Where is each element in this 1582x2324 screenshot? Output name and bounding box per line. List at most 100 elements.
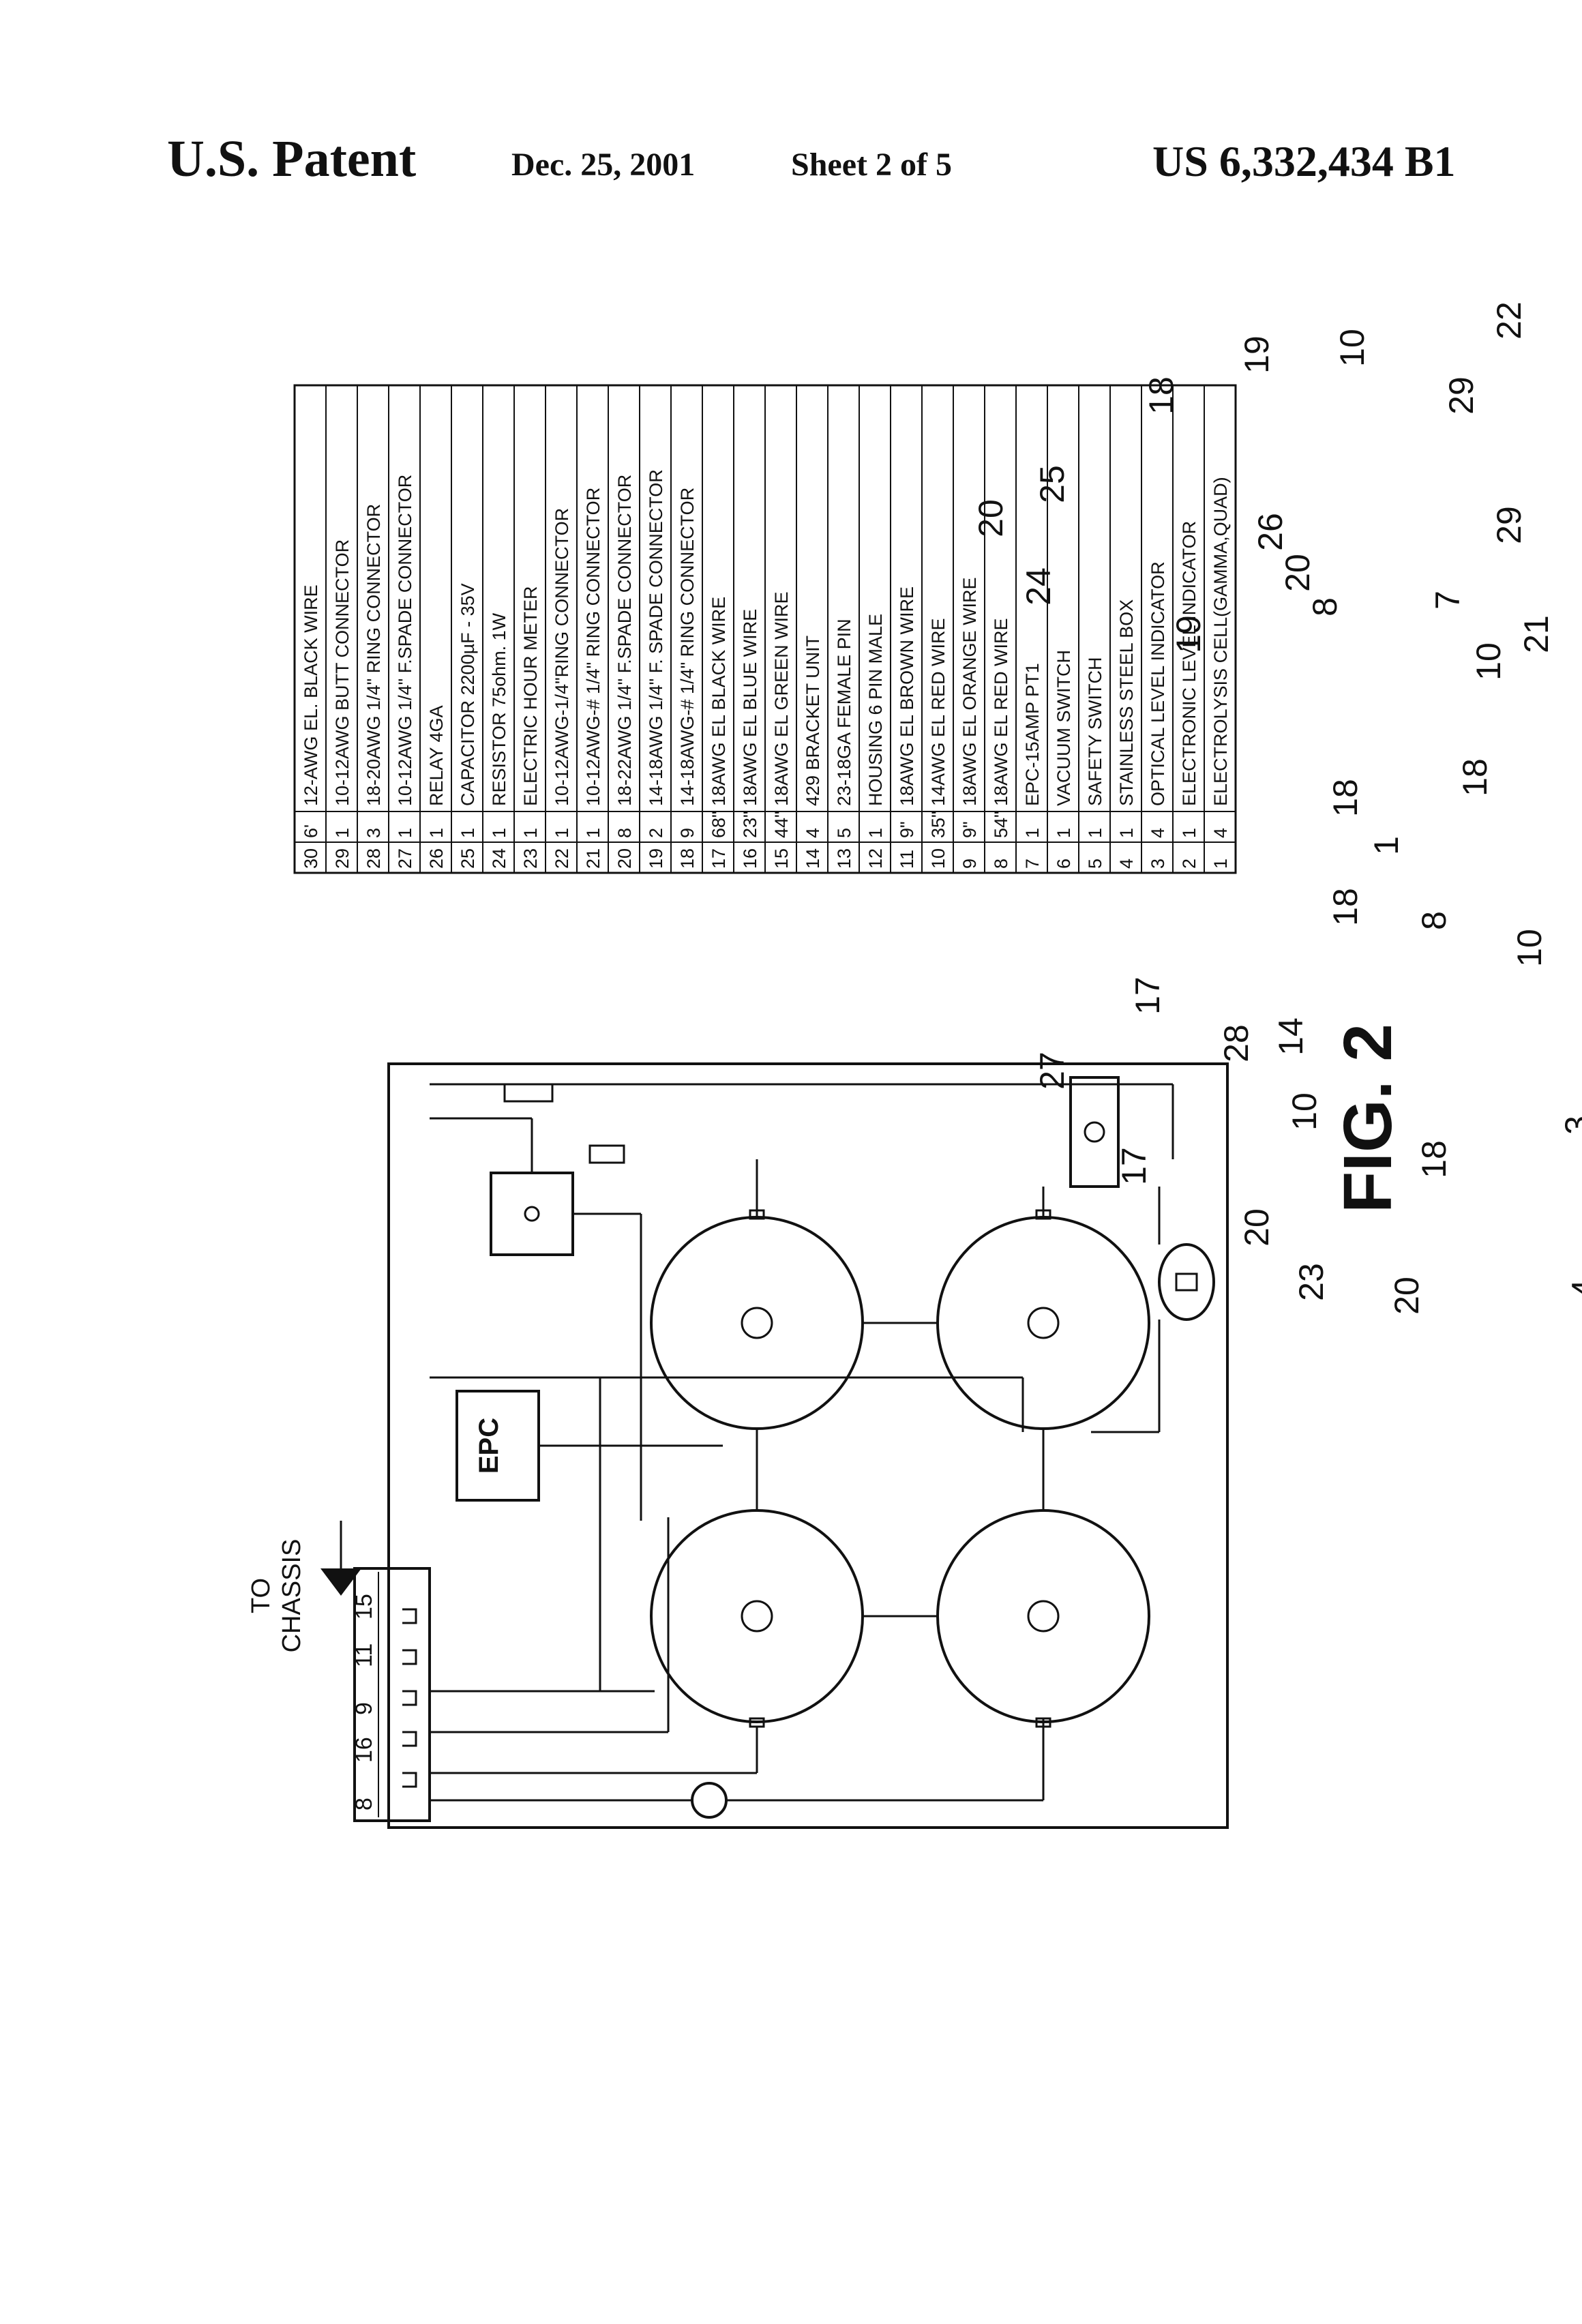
- callout-18: 18: [1415, 1140, 1453, 1178]
- callout-10: 10: [1510, 929, 1549, 967]
- table-item-number: 16: [740, 848, 760, 869]
- table-qty: 1: [865, 828, 886, 838]
- table-qty: 4: [803, 828, 823, 838]
- table-qty: 9": [959, 821, 980, 838]
- callout-20: 20: [1238, 1208, 1276, 1247]
- table-description: EPC-15AMP PT1: [1022, 663, 1043, 806]
- table-description: OPTICAL LEVEL INDICATOR: [1148, 561, 1168, 806]
- callout-24: 24: [1019, 567, 1058, 606]
- table-qty: 9": [897, 821, 917, 838]
- terminal-label: 15: [351, 1594, 377, 1620]
- callout-18: 18: [1326, 779, 1364, 817]
- table-description: HOUSING 6 PIN MALE: [865, 614, 886, 806]
- callout-25: 25: [1033, 465, 1071, 503]
- brackets: [750, 1210, 1050, 1727]
- callout-14: 14: [1272, 1017, 1310, 1056]
- table-item-number: 18: [677, 848, 698, 869]
- steel-box-outline: [389, 1064, 1227, 1828]
- table-qty: 3: [363, 828, 384, 838]
- callout-10: 10: [1469, 642, 1508, 681]
- table-item-number: 23: [520, 848, 541, 869]
- terminal-label: 16: [351, 1737, 377, 1763]
- table-item-number: 21: [583, 848, 603, 869]
- wires: [430, 1084, 1173, 1800]
- table-qty: 2: [646, 828, 666, 838]
- table-description: ELECTRONIC LEVEL INDICATOR: [1179, 521, 1199, 806]
- callout-20: 20: [1279, 554, 1317, 592]
- table-qty: 1: [332, 828, 353, 838]
- table-item-number: 12: [865, 848, 886, 869]
- callout-20: 20: [1388, 1277, 1426, 1315]
- table-description: 10-12AWG 1/4" F.SPADE CONNECTOR: [395, 475, 415, 806]
- figure-label: FIG. 2: [1330, 1024, 1406, 1213]
- table-item-number: 27: [395, 848, 415, 869]
- callout-28: 28: [1217, 1024, 1255, 1062]
- callout-21: 21: [1517, 615, 1555, 653]
- table-qty: 8: [614, 828, 635, 838]
- callout-18: 18: [1326, 888, 1364, 926]
- callout-27: 27: [1033, 1052, 1071, 1090]
- table-item-number: 8: [991, 859, 1011, 869]
- callout-23: 23: [1292, 1263, 1330, 1301]
- table-item-number: 26: [426, 848, 447, 869]
- table-item-number: 9: [959, 859, 980, 869]
- callout-19: 19: [1169, 615, 1208, 653]
- table-description: 18AWG EL ORANGE WIRE: [959, 577, 980, 806]
- table-description: 18-20AWG 1/4" RING CONNECTOR: [363, 504, 384, 806]
- table-qty: 1: [489, 828, 509, 838]
- table-qty: 54": [991, 811, 1011, 838]
- capacitor: [505, 1084, 552, 1101]
- table-item-number: 30: [301, 848, 321, 869]
- electrolysis-cells: [651, 1217, 1149, 1722]
- table-qty: 4: [1148, 828, 1168, 838]
- table-description: 18AWG EL BROWN WIRE: [897, 586, 917, 806]
- table-item-number: 20: [614, 848, 635, 869]
- cell-1: [651, 1217, 863, 1429]
- table-description: 18AWG EL BLACK WIRE: [708, 597, 729, 806]
- terminal-label: 8: [351, 1798, 377, 1811]
- resistor: [590, 1146, 624, 1163]
- table-description: CAPACITOR 2200µF - 35V: [458, 583, 478, 806]
- table-description: STAINLESS STEEL BOX: [1116, 599, 1137, 806]
- callout-17: 17: [1129, 977, 1167, 1015]
- cell-1b: [938, 1217, 1149, 1429]
- table-item-number: 28: [363, 848, 384, 869]
- hour-meter: [1159, 1245, 1214, 1320]
- callout-1: 1: [1367, 836, 1405, 855]
- callout-10: 10: [1285, 1092, 1324, 1131]
- table-item-number: 4: [1116, 859, 1137, 869]
- table-item-number: 1: [1210, 859, 1231, 869]
- callout-7: 7: [1429, 591, 1467, 610]
- table-qty: 1: [426, 828, 447, 838]
- cell-2: [651, 1510, 863, 1722]
- table-qty: 23": [740, 811, 760, 838]
- table-description: 12-AWG EL. BLACK WIRE: [301, 584, 321, 806]
- table-qty: 1: [552, 828, 572, 838]
- table-description: 18-22AWG 1/4" F.SPADE CONNECTOR: [614, 475, 635, 806]
- table-qty: 1: [1022, 828, 1043, 838]
- table-description: 10-12AWG-# 1/4" RING CONNECTOR: [583, 488, 603, 806]
- table-description: 10-12AWG BUTT CONNECTOR: [332, 539, 353, 806]
- parts-table: 306'12-AWG EL. BLACK WIRE29110-12AWG BUT…: [295, 385, 1236, 873]
- table-qty: 4: [1210, 828, 1231, 838]
- callout-29: 29: [1442, 376, 1480, 415]
- callout-3: 3: [1558, 1116, 1582, 1135]
- table-item-number: 17: [708, 848, 729, 869]
- table-qty: 44": [771, 811, 792, 838]
- callout-20: 20: [972, 499, 1010, 537]
- table-qty: 1: [583, 828, 603, 838]
- relay: [491, 1173, 573, 1255]
- terminal-label: 11: [351, 1643, 377, 1667]
- epc-label: EPC: [474, 1418, 504, 1474]
- table-qty: 1: [1116, 828, 1137, 838]
- terminal-label: 9: [351, 1702, 377, 1715]
- table-qty: 1: [458, 828, 478, 838]
- table-description: 10-12AWG-1/4"RING CONNECTOR: [552, 508, 572, 806]
- table-item-number: 19: [646, 848, 666, 869]
- table-item-number: 14: [803, 848, 823, 869]
- callout-26: 26: [1251, 513, 1289, 551]
- table-item-number: 5: [1085, 859, 1105, 869]
- table-description: 23-18GA FEMALE PIN: [834, 619, 854, 806]
- vacuum-switch: [692, 1783, 726, 1817]
